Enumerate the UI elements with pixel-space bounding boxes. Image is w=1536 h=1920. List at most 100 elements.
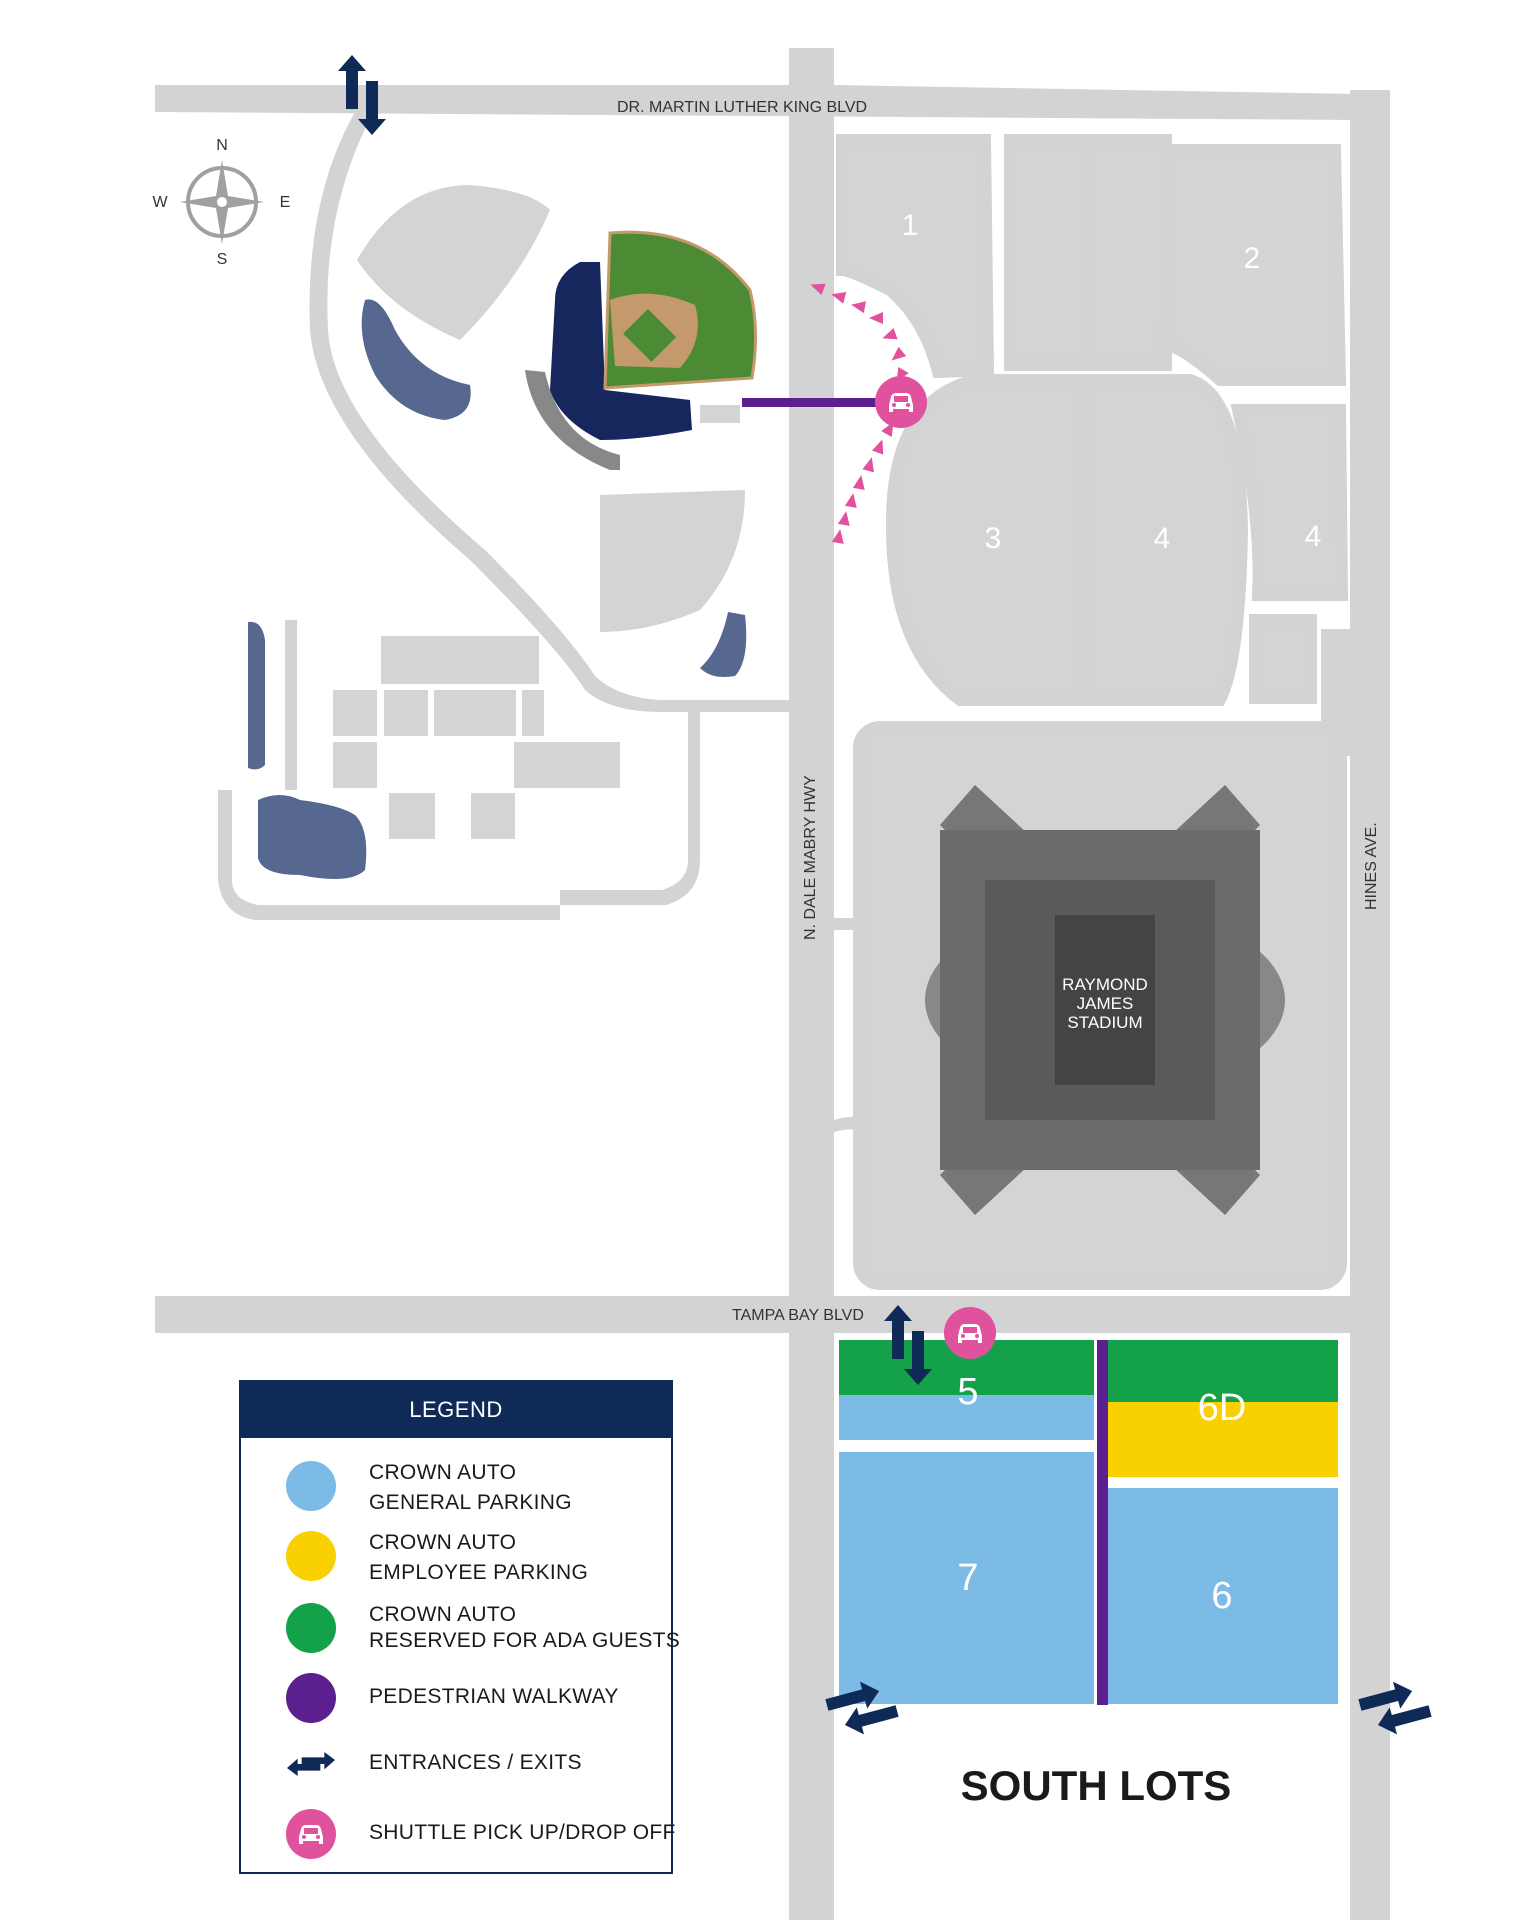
compass-rose: N S W E <box>152 137 290 268</box>
loop-road-west <box>560 712 700 905</box>
legend-general-line1: CROWN AUTO <box>369 1461 517 1484</box>
water-bodies <box>248 299 747 879</box>
dale-mabry-hwy <box>789 48 834 1920</box>
building-6 <box>333 742 377 788</box>
lot-2-shape <box>1158 144 1347 386</box>
shuttle-route-arrow <box>871 439 884 455</box>
shuttle-route-arrow <box>852 475 865 490</box>
south-lots-title: SOUTH LOTS <box>961 1762 1232 1809</box>
shuttle-stop-south <box>944 1307 996 1359</box>
stadium-label-3: STADIUM <box>1067 1013 1142 1032</box>
lot-center-top-b <box>1082 134 1172 371</box>
shuttle-path <box>810 283 909 544</box>
legend-employee-line1: CROWN AUTO <box>369 1531 517 1554</box>
ballpark-side-building <box>700 405 740 423</box>
building-2 <box>333 690 377 736</box>
shuttle-stop-north <box>875 376 927 428</box>
legend-employee-line2: EMPLOYEE PARKING <box>369 1561 589 1584</box>
practice-field-1 <box>357 185 550 340</box>
building-3 <box>384 690 428 736</box>
shuttle-route-arrow <box>837 511 850 526</box>
lot-label-4-center: 4 <box>1154 522 1171 555</box>
west-area <box>333 185 745 839</box>
lot-label-6: 6 <box>1211 1575 1232 1617</box>
road-label-hines: HINES AVE. <box>1363 822 1380 910</box>
raymond-james-stadium: RAYMOND JAMES STADIUM <box>925 785 1285 1215</box>
walkway-swatch <box>286 1673 336 1723</box>
lot-label-6d: 6D <box>1198 1387 1247 1429</box>
compass-e: E <box>280 194 291 211</box>
legend-entrances-label: ENTRANCES / EXITS <box>369 1751 582 1774</box>
legend-ada-line2: RESERVED FOR ADA GUESTS <box>369 1629 681 1652</box>
lot-label-1: 1 <box>902 209 919 242</box>
legend-title: LEGEND <box>241 1382 671 1438</box>
lot-6d-employee <box>1108 1402 1338 1477</box>
legend-ada-line1: CROWN AUTO <box>369 1603 517 1626</box>
lot-6-general <box>1108 1488 1338 1704</box>
legend-item-employee: CROWN AUTO EMPLOYEE PARKING <box>241 1520 671 1590</box>
legend-general-line2: GENERAL PARKING <box>369 1491 572 1514</box>
shuttle-route-arrow <box>869 312 883 324</box>
shuttle-route-arrow <box>844 493 857 508</box>
building-8 <box>389 793 435 839</box>
lot-6d-ada <box>1108 1340 1338 1402</box>
stadium-lot-spur-1 <box>834 918 860 930</box>
compass-w: W <box>152 194 168 211</box>
lot-labels: 1 2 3 4 4 5 6D 7 6 <box>902 209 1322 1617</box>
stadium-label-2: JAMES <box>1077 994 1134 1013</box>
lot-7-general <box>839 1452 1094 1704</box>
stadium-lot-spur-2 <box>834 1116 860 1132</box>
lot-4-east-small <box>1249 614 1317 704</box>
road-label-dale-mabry: N. DALE MABRY HWY <box>802 775 819 940</box>
pond-3 <box>248 621 265 770</box>
legend-walkway-label: PEDESTRIAN WALKWAY <box>369 1685 619 1708</box>
shuttle-route-arrow <box>851 301 866 314</box>
pond-1 <box>361 299 471 420</box>
compass-n: N <box>216 137 228 154</box>
legend-item-ada: CROWN AUTO RESERVED FOR ADA GUESTS <box>241 1592 680 1662</box>
ballpark-seats <box>550 262 692 440</box>
lot-label-3: 3 <box>985 522 1002 555</box>
shuttle-route-arrow <box>891 346 907 361</box>
general-parking-swatch <box>286 1461 336 1511</box>
shuttle-route-arrow <box>862 457 874 473</box>
stadium-label-1: RAYMOND <box>1062 975 1148 994</box>
building-5 <box>522 690 544 736</box>
building-7 <box>514 742 620 788</box>
pond-4 <box>258 795 367 879</box>
lot-1-shape <box>836 134 995 379</box>
pond-2 <box>700 612 747 677</box>
lot-5-general <box>839 1395 1094 1440</box>
road-label-tampa-bay: TAMPA BAY BLVD <box>732 1307 864 1324</box>
north-lots <box>836 134 1355 756</box>
lot-4-east-shape <box>1230 404 1349 601</box>
building-1 <box>381 636 539 684</box>
lot-label-7: 7 <box>957 1557 978 1599</box>
tampa-bay-blvd <box>155 1296 1390 1333</box>
walkway-north <box>742 398 892 407</box>
lot-4-center-shape <box>1079 374 1249 706</box>
roads <box>155 48 1390 1920</box>
lot-3-shape <box>885 374 1086 706</box>
compass-center <box>215 195 229 209</box>
lot-label-2: 2 <box>1244 242 1261 275</box>
legend-item-walkway: PEDESTRIAN WALKWAY <box>241 1668 671 1728</box>
practice-field-2 <box>600 490 745 632</box>
employee-parking-swatch <box>286 1531 336 1581</box>
legend-item-general: CROWN AUTO GENERAL PARKING <box>241 1450 671 1520</box>
ada-parking-swatch <box>286 1603 336 1653</box>
loop-road-west-2 <box>218 790 560 920</box>
walkway-south <box>1097 1340 1108 1705</box>
shuttle-route-arrow <box>831 292 847 304</box>
lot-label-4-east: 4 <box>1305 520 1322 553</box>
baseball-stadium <box>525 230 758 470</box>
legend-shuttle-label: SHUTTLE PICK UP/DROP OFF <box>369 1821 676 1844</box>
building-9 <box>471 793 515 839</box>
double-arrow-icon <box>285 1738 337 1790</box>
legend-item-shuttle: SHUTTLE PICK UP/DROP OFF <box>241 1804 675 1864</box>
connector-road <box>285 620 297 790</box>
south-lots <box>839 1340 1338 1704</box>
legend-item-entrances: ENTRANCES / EXITS <box>241 1734 671 1794</box>
